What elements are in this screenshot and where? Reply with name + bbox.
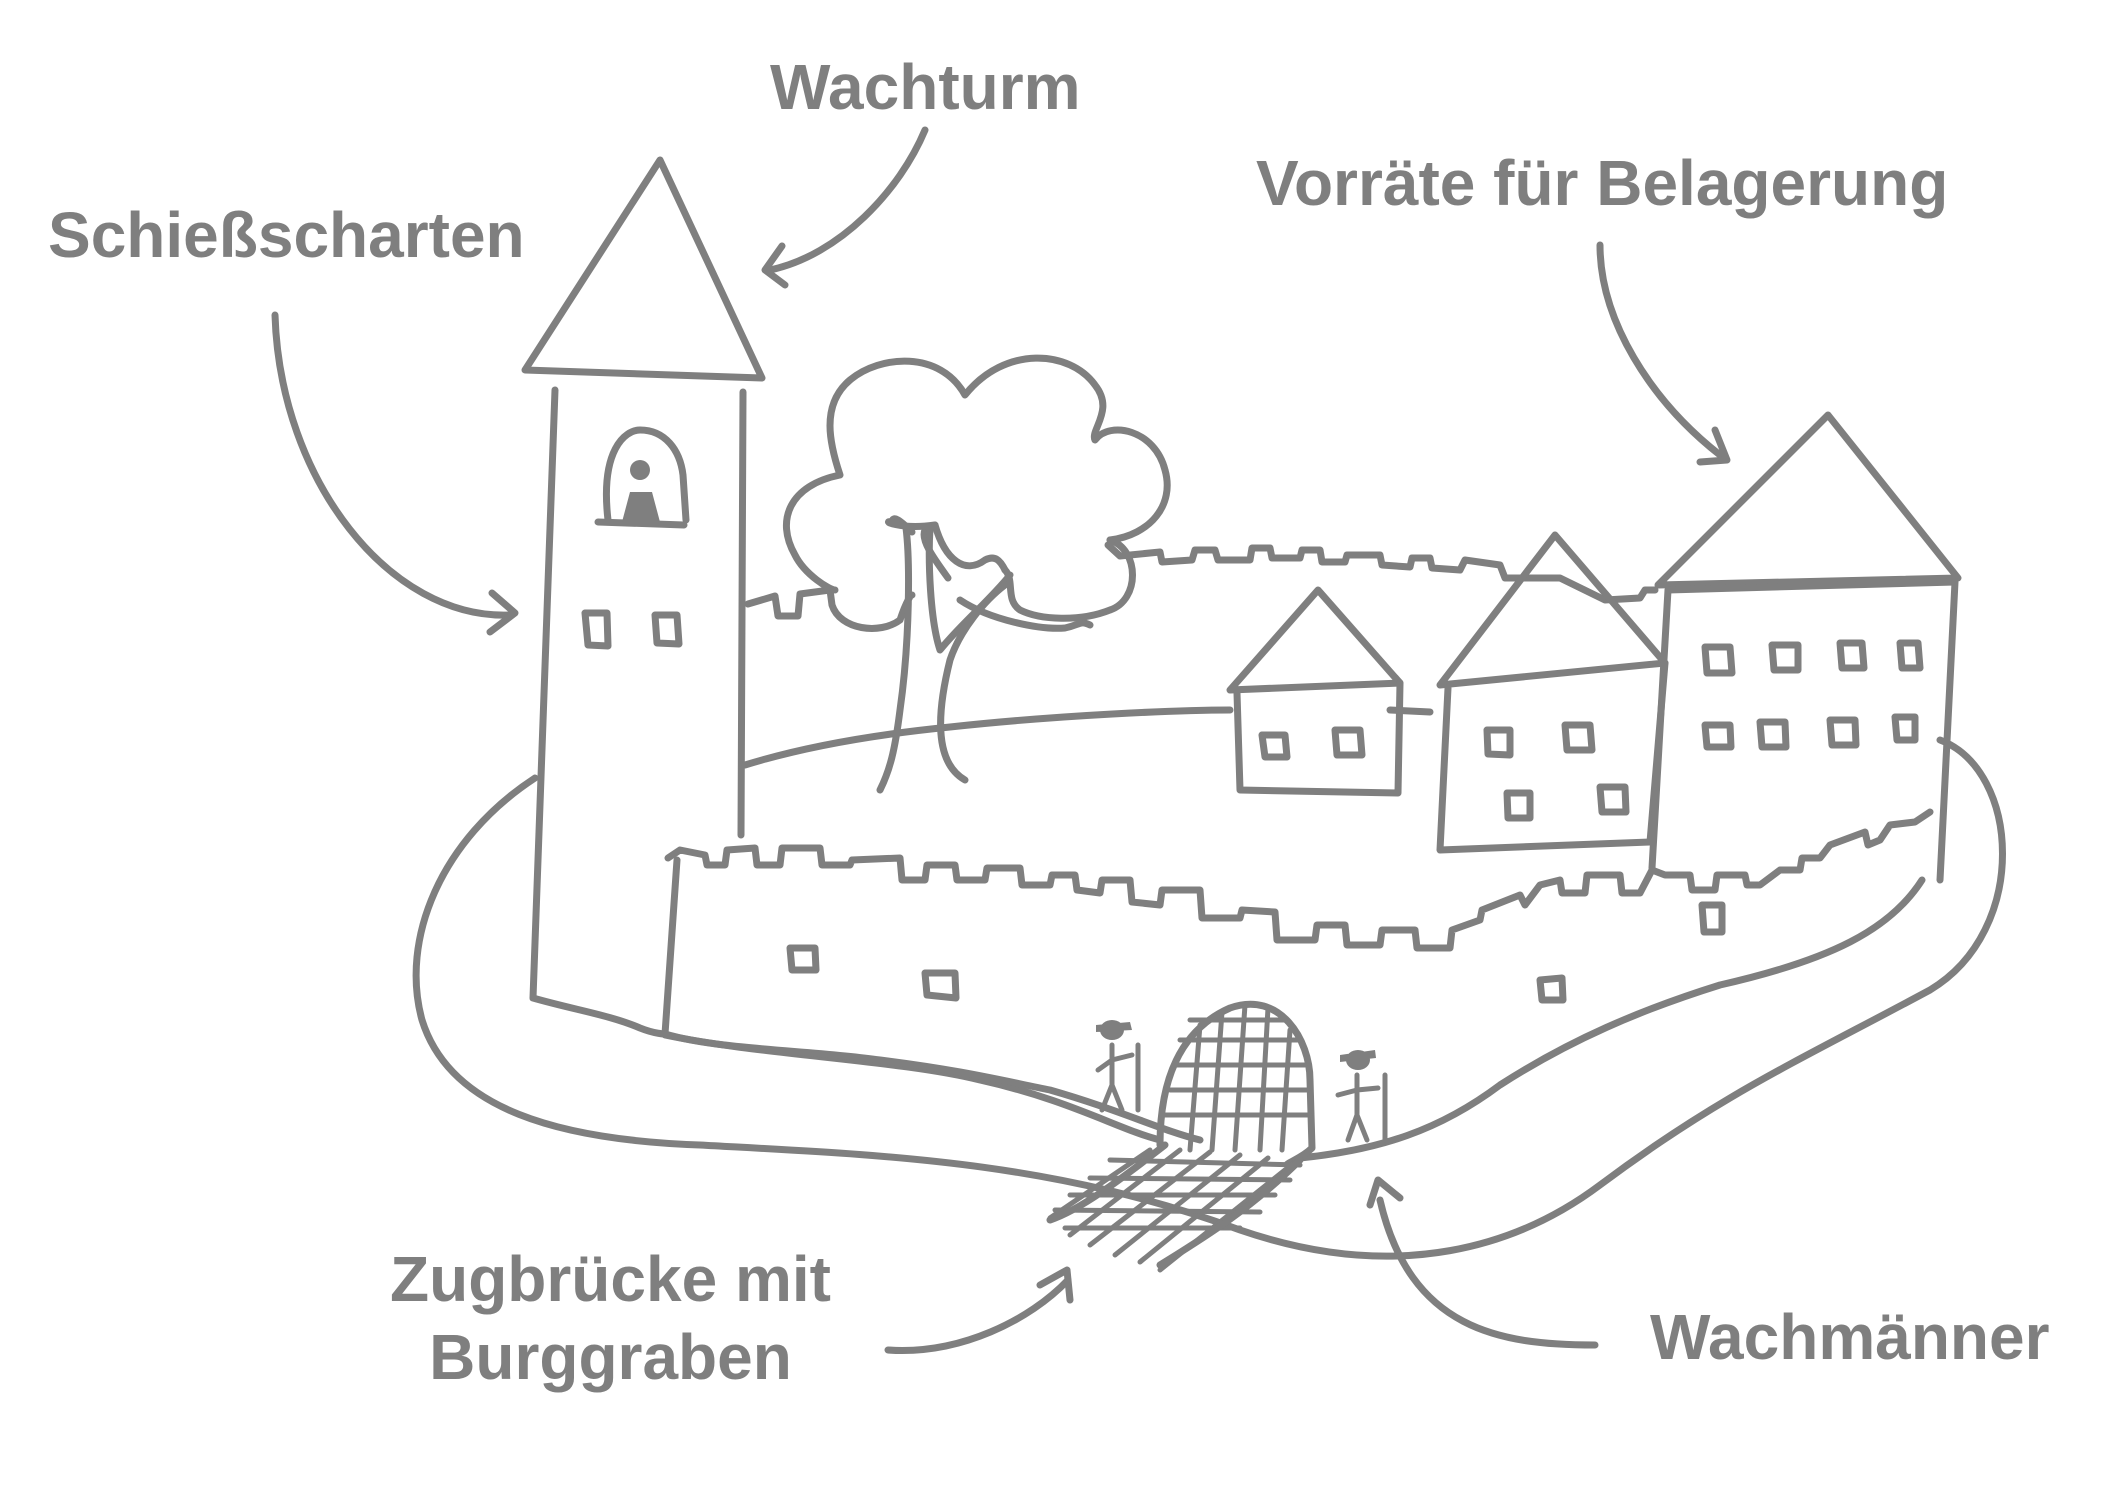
watchman-left bbox=[1095, 1020, 1141, 1113]
arrow-vorraete bbox=[1596, 241, 1731, 466]
arrow-wachturm bbox=[761, 126, 929, 289]
storehouse bbox=[1648, 411, 1962, 884]
arrow-wachmaenner bbox=[1366, 1176, 1599, 1349]
house-small bbox=[1226, 586, 1404, 797]
label-wachmaenner: Wachmänner bbox=[1650, 1301, 2050, 1373]
arrow-zugbruecke bbox=[884, 1266, 1074, 1354]
inner-courtyard-line bbox=[741, 706, 1434, 769]
arrow-schiessscharten bbox=[271, 311, 519, 636]
watchtower bbox=[521, 156, 766, 1038]
watchman-right bbox=[1335, 1050, 1388, 1143]
tree bbox=[783, 354, 1171, 794]
label-wachturm: Wachturm bbox=[770, 51, 1081, 123]
label-schiessscharten: Schießscharten bbox=[48, 199, 525, 271]
crenellation-back bbox=[1104, 541, 1659, 604]
front-wall bbox=[661, 808, 1934, 1144]
watchman-in-tower bbox=[622, 460, 660, 522]
label-zugbruecke-line1: Zugbrücke mit bbox=[390, 1243, 831, 1315]
label-zugbruecke: Zugbrücke mit Burggraben bbox=[390, 1240, 831, 1396]
back-wall-left bbox=[744, 586, 1094, 632]
house-medium bbox=[1436, 531, 1669, 854]
portcullis-gate bbox=[1156, 1000, 1316, 1169]
label-vorraete: Vorräte für Belagerung bbox=[1256, 147, 1949, 219]
drawbridge bbox=[1046, 1141, 1304, 1273]
label-zugbruecke-line2: Burggraben bbox=[429, 1321, 792, 1393]
